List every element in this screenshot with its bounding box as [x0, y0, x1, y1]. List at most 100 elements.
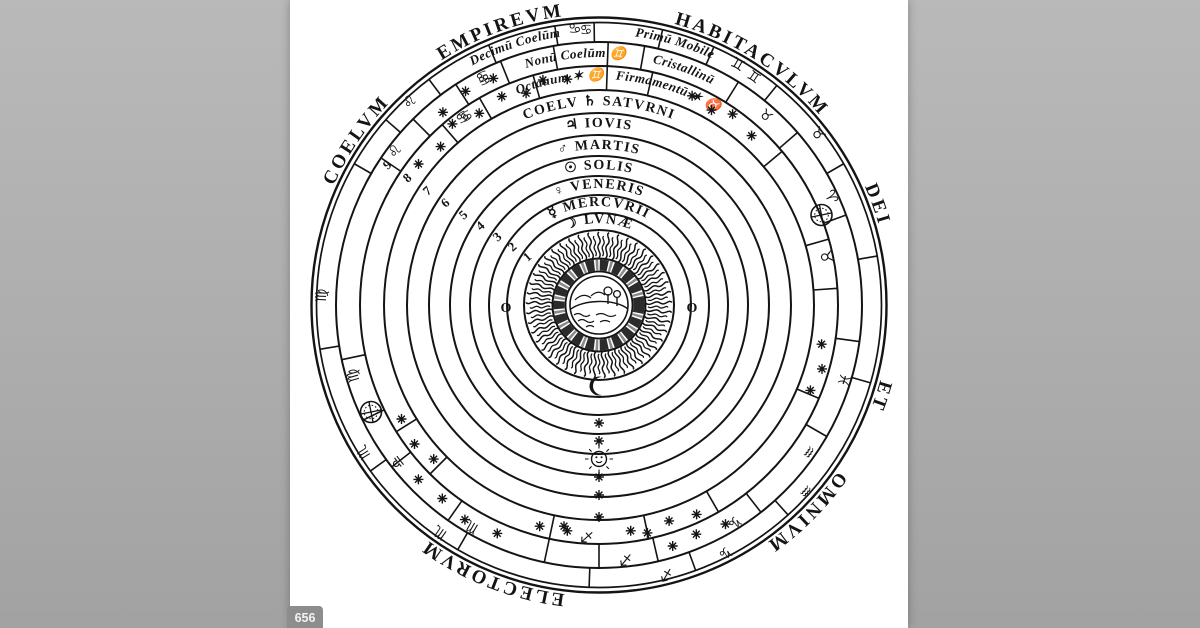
flame-stroke: [597, 231, 601, 259]
star-icon: [534, 520, 546, 532]
cell-divider-line: [395, 418, 418, 433]
sphere-number: 5: [456, 207, 471, 223]
sphere-number: 4: [473, 218, 488, 234]
zodiac-scorpio-glyph: ♏: [352, 441, 375, 462]
cell-divider-line: [705, 490, 720, 513]
cell-divider-line: [688, 551, 697, 572]
zodiac-cancer-glyph: ♋: [567, 19, 582, 38]
cell-divider-line: [805, 238, 829, 247]
cell-divider-line: [826, 162, 845, 175]
svg-text:♃ IOVIS: ♃ IOVIS: [564, 116, 633, 134]
star-icon: [690, 528, 702, 540]
cell-divider-line: [763, 84, 778, 102]
svg-text:♊: ♊: [744, 67, 763, 87]
flame-stroke: [572, 348, 585, 375]
cell-divider-line: [646, 71, 654, 96]
flame-stroke: [646, 312, 668, 319]
gemini-glyph: ♊: [744, 67, 763, 87]
earth-globe: [569, 275, 629, 335]
cell-divider-line: [369, 458, 387, 472]
star-icon: [436, 492, 448, 505]
zodiac-leo-glyph: ♌: [398, 91, 420, 113]
cell-divider-line: [441, 124, 459, 144]
cell-divider-line: [362, 409, 385, 422]
cell-divider-line: [705, 46, 715, 66]
zodiac-cancer-glyph: ♋: [452, 106, 473, 128]
star-icon: [667, 540, 679, 552]
svg-text:☽ LVNÆ: ☽ LVNÆ: [563, 212, 636, 233]
label-jupiter-sphere: ♃ IOVIS: [564, 116, 632, 134]
zodiac-aries-glyph: ♈: [820, 187, 842, 207]
zodiac-libra-glyph: ♎: [386, 452, 408, 474]
zodiac-taurus-glyph: ♉: [816, 248, 836, 265]
sphere-number: 7: [420, 183, 435, 199]
cell-divider-line: [652, 537, 659, 562]
label-mars-sphere: ♂ MARTIS: [556, 138, 640, 158]
cell-divider-line: [487, 44, 497, 64]
star-icon: [593, 471, 605, 483]
bottom-axis-symbols: [585, 376, 613, 473]
sphere-number: 8: [400, 170, 415, 186]
page-number-badge: 656: [287, 606, 323, 628]
sphere-number: 2: [505, 239, 520, 254]
zodiac-sagittarius-glyph: ♐: [618, 550, 633, 569]
cell-divider-line: [548, 515, 556, 539]
star-icon: [428, 453, 440, 465]
cell-divider-line: [823, 214, 847, 225]
cell-divider-line: [745, 492, 762, 513]
flame-stroke: [592, 351, 598, 379]
cell-divider-line: [588, 567, 591, 588]
flame-stroke: [645, 300, 673, 306]
cell-divider-line: [553, 25, 559, 46]
cancer-glyph: ♋: [580, 22, 593, 39]
cell-divider-line: [606, 42, 609, 67]
star-icon: [815, 338, 828, 350]
cell-divider-line: [543, 538, 551, 563]
cell-divider-line: [763, 150, 783, 168]
star-icon: [395, 413, 408, 425]
svg-text:☉ SOLIS: ☉ SOLIS: [563, 158, 635, 177]
star-icon: [593, 417, 605, 429]
fire-sphere: [525, 231, 673, 379]
flame-stroke: [646, 296, 669, 302]
sphere-number: 3: [490, 229, 505, 245]
cell-divider-line: [813, 287, 838, 291]
zodiac-sagittarius-glyph: ♐: [580, 527, 594, 546]
orb-symbol: [810, 203, 833, 227]
crescent-moon-icon: [589, 376, 602, 396]
page-number-label: 656: [294, 611, 316, 625]
star-icon: [473, 107, 485, 120]
cell-divider-line: [428, 78, 442, 96]
star-icon: [412, 473, 425, 486]
apian-cosmos-woodcut: COELVM EMPIREVM HABITACVLVM DEI ET OMNIV…: [310, 0, 894, 610]
sphere-number: 1: [520, 249, 535, 264]
cell-divider-line: [639, 45, 646, 70]
caption-electorum: ELECTORVM: [417, 535, 562, 610]
cell-divider-line: [319, 345, 340, 351]
zodiac-virgo-glyph: ♍: [342, 367, 363, 385]
svg-text:DEI: DEI: [860, 180, 894, 228]
cell-divider-line: [499, 60, 511, 84]
cell-divider-line: [857, 255, 878, 261]
zodiac-taurus-glyph: ♉: [807, 123, 829, 145]
star-icon: [496, 90, 508, 103]
svg-text:♋: ♋: [580, 22, 593, 39]
sun-face-icon: [585, 445, 613, 473]
star-icon: [593, 489, 605, 501]
cell-divider-line: [353, 162, 372, 175]
caption-omnium: OMNIVM: [762, 468, 848, 557]
star-icon: [641, 527, 654, 539]
flame-stroke: [529, 296, 552, 302]
flame-stroke: [647, 305, 669, 309]
cell-divider-line: [725, 81, 740, 103]
cell-divider-line: [552, 45, 559, 70]
zodiac-cell-dividers: [319, 21, 878, 588]
flame-stroke: [600, 235, 606, 257]
zodiac-pisces-glyph: ♓: [833, 371, 854, 389]
cell-divider-line: [456, 532, 469, 551]
cell-divider-line: [384, 118, 402, 134]
star-icon: [663, 515, 675, 527]
zodiac-aquarius-glyph: ♒: [797, 441, 819, 462]
cell-divider-line: [657, 29, 664, 49]
flame-stroke: [644, 308, 673, 315]
